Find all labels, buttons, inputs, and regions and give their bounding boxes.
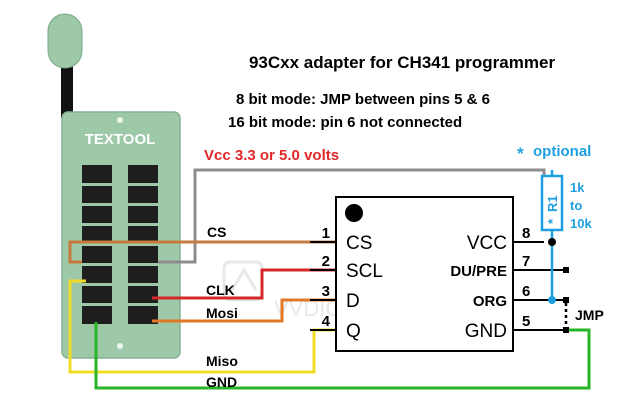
pin8-number: 8 (522, 225, 530, 242)
diagram-title: 93Cxx adapter for CH341 programmer (249, 53, 556, 72)
label-miso: Miso (206, 353, 238, 369)
pin5-number: 5 (522, 313, 530, 330)
label-gnd: GND (206, 374, 237, 390)
pin4-name: Q (346, 321, 361, 342)
vcc-label: Vcc 3.3 or 5.0 volts (204, 147, 339, 164)
jumper-label: JMP (575, 307, 604, 323)
cs-wire (68, 240, 336, 264)
pin2-name: SCL (346, 261, 383, 282)
pin5-name: GND (465, 321, 507, 342)
pin3-name: D (346, 291, 360, 312)
label-clk: CLK (206, 282, 235, 298)
terminal-pin6 (563, 297, 569, 303)
eeprom-chip-body (335, 196, 514, 352)
gnd-wire (94, 322, 591, 390)
resistor-star: * (545, 218, 560, 224)
resistor-r1 (540, 174, 564, 232)
mode-16bit-note: 16 bit mode: pin 6 not connected (228, 114, 462, 131)
pin1-name: CS (346, 233, 372, 254)
pin1-number: 1 (322, 225, 330, 242)
optional-star: * (517, 144, 524, 163)
pin3-number: 3 (322, 283, 330, 300)
resistor-value-2: to (570, 198, 582, 213)
pin2-number: 2 (322, 253, 330, 270)
junction-vcc (548, 238, 556, 246)
pin7-number: 7 (522, 253, 530, 270)
socket-lever-handle (47, 13, 83, 69)
watermark-logo-mark (230, 267, 258, 291)
terminal-pin7 (563, 267, 569, 273)
pin8-name: VCC (467, 233, 507, 254)
label-cs: CS (207, 224, 226, 240)
socket-screw-top (117, 117, 123, 123)
resistor-value-3: 10k (570, 216, 592, 231)
socket-lever-stem (61, 60, 73, 118)
mosi-wire (152, 298, 336, 323)
junction-org (548, 296, 556, 304)
socket-slot-dividers (82, 183, 158, 306)
terminal-pin5 (563, 327, 569, 333)
resistor-value-1: 1k (570, 180, 585, 195)
mode-8bit-note: 8 bit mode: JMP between pins 5 & 6 (236, 91, 490, 108)
socket-brand: TEXTOOL (85, 131, 156, 148)
pin7-name: DU/PRE (450, 263, 507, 280)
chip-pin1-dot (345, 204, 363, 222)
pin6-name: ORG (473, 293, 507, 310)
pin6-number: 6 (522, 283, 530, 300)
resistor-name: R1 (545, 195, 560, 212)
optional-label: optional (533, 143, 591, 160)
socket-screw-bottom (117, 343, 123, 349)
label-mosi: Mosi (206, 305, 238, 321)
pin4-number: 4 (322, 313, 331, 330)
clk-wire (152, 268, 336, 300)
